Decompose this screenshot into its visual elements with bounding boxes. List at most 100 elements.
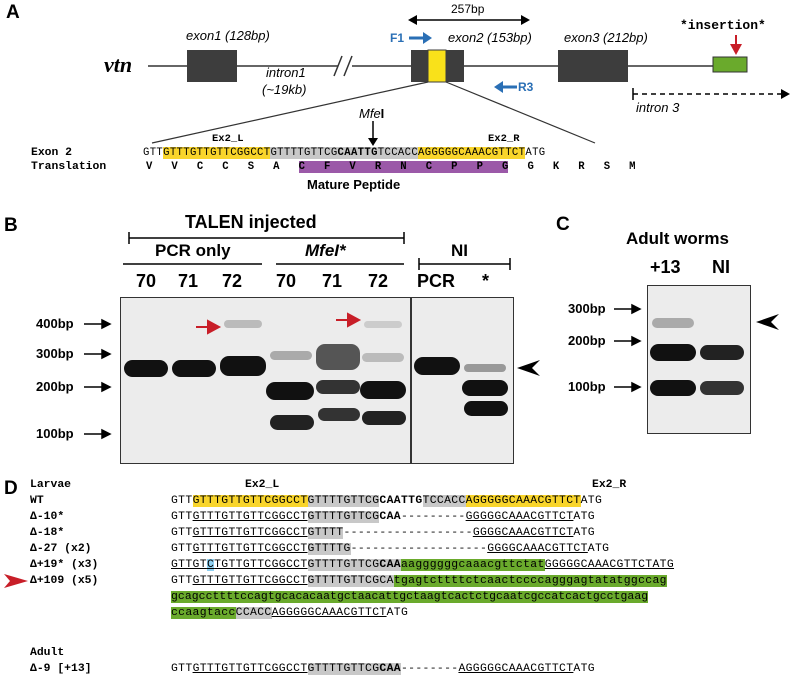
insertion-label: *insertion*: [680, 18, 766, 33]
intron1-size: (~19kb): [262, 82, 307, 97]
seq-seg: GTT: [171, 527, 193, 539]
seq-seg-deletion: -------------------: [350, 543, 488, 555]
row-label: Δ-9 [+13]: [30, 663, 92, 675]
adult-heading: Adult: [30, 647, 65, 659]
panel-c-letter: C: [556, 214, 570, 235]
seq-seg-ex2l: GTTTGTTGTTCGGCCT: [192, 575, 308, 587]
lane-label: 70: [136, 271, 157, 291]
size-label: 400bp: [36, 316, 74, 331]
chevron-marker: [517, 360, 540, 376]
zoom-line: [445, 81, 596, 144]
break-mark: [343, 55, 353, 77]
exon2-sequence: GTTGTTTGTTGTTCGGCCTGTTTTGTTCGCAATTGTCCAC…: [143, 146, 545, 160]
seq-row-continued: gcagccttttccagtgcacacaatgctaacattgctaagt…: [171, 590, 649, 604]
ni-label-b: NI: [451, 241, 468, 260]
gene-name: vtn: [104, 52, 133, 77]
insertion-box: [712, 56, 748, 73]
lane-label: NI: [712, 257, 730, 277]
gel-band: [650, 344, 696, 361]
gel-band: [364, 321, 402, 328]
gel-band: [362, 411, 406, 425]
larvae-heading: Larvae: [30, 479, 72, 491]
seq-seg-insertion: gcagccttttccagtgcacacaatgctaacattgctaagt…: [171, 591, 649, 603]
aa-mature: C F V R N C P P G: [298, 161, 509, 173]
row-label: Δ-10*: [30, 511, 65, 523]
seq-seg-ex2l: GTTTGTTGTTCGGCCT: [192, 511, 308, 523]
size-label: 200bp: [36, 379, 74, 394]
intron1-label: intron1: [266, 65, 306, 80]
exon2-label: exon2 (153bp): [448, 30, 532, 45]
f1-arrow-head: [423, 32, 432, 44]
seq-seg-spacer: TCCACC: [422, 495, 466, 507]
exon2-row-label: Exon 2: [31, 147, 73, 159]
span-arrow-head: [408, 15, 417, 25]
seq-seg: GTT: [171, 511, 193, 523]
panel-a-letter: A: [6, 2, 20, 23]
gel-band: [316, 380, 360, 394]
seq-seg-spacer: GTTTTGTTCG: [307, 511, 380, 523]
gel-band: [172, 360, 216, 377]
gel-band: [318, 408, 360, 421]
gel-band: [464, 364, 506, 372]
size-label: 100bp: [36, 426, 74, 441]
lane-label: +13: [650, 257, 681, 277]
gene-diagram: [148, 15, 790, 146]
seq-seg-insertion: ccaagtacc: [171, 607, 236, 619]
ex2r-label-d: Ex2_R: [592, 479, 627, 491]
mfei-digest-label: MfeI*: [305, 241, 346, 260]
size-arrows-b: [84, 312, 540, 440]
gel-band: [316, 344, 360, 370]
seq-seg-mfei-site: CAA: [379, 663, 401, 675]
gel-band: [124, 360, 168, 377]
seq-row-adult: GTTGTTTGTTGTTCGGCCTGTTTTGTTCGCAA--------…: [171, 662, 595, 676]
seq-seg-ex2l: GTTTGTTGTTCGGCCT: [192, 543, 308, 555]
gel-band: [360, 381, 406, 399]
seq-seg: GTT: [171, 543, 193, 555]
seq-seg-mfei-site: CAA: [379, 511, 401, 523]
seq-seg: ATG: [580, 495, 603, 507]
seq-row: GTTGTCTGTTGTTCGGCCTGTTTTGTTCGCAAaagggggg…: [171, 558, 674, 572]
seq-seg-ex2l: TGTTGTTCGGCCT: [214, 559, 308, 571]
seq-seg-spacer: GTTTTGTTCG: [307, 559, 380, 571]
seq-seg-spacer: GTTTTG: [307, 543, 351, 555]
aa-plain: V V C C S A: [146, 161, 299, 173]
pcr-only-label: PCR only: [155, 241, 231, 260]
seq-seg-ex2r: AGGGGGCAAACGTTCT: [465, 495, 581, 507]
seq-seg: GTTGT: [171, 559, 207, 571]
translation-sequence: V V C C S A C F V R N C P P G G K R S M: [146, 160, 636, 174]
exon3-box: [558, 50, 628, 82]
panel-b-letter: B: [4, 215, 18, 236]
seq-seg-ex2r: GGGGCAAACGTTCT: [487, 543, 588, 555]
seq-seg-deletion: ------------------: [343, 527, 473, 539]
seq-seg-ex2l: GTTTGTTGTTCGGCCT: [163, 147, 271, 159]
seq-seg-ex2r: AGGGGGCAAACGTTCT: [458, 663, 574, 675]
chevron-marker: [756, 314, 779, 330]
seq-seg: GTT: [143, 147, 164, 159]
seq-seg-ex2r: GGGGGCAAACGTTCTATG: [544, 559, 675, 571]
seq-seg: GTT: [171, 575, 193, 587]
panel-b-brackets: [123, 232, 511, 270]
seq-seg-spacer: GTTTT: [307, 527, 344, 539]
seq-seg: ATG: [573, 663, 595, 675]
gel-band: [270, 351, 312, 360]
talen-target-box: [427, 49, 447, 83]
gel-band: [700, 381, 744, 395]
gel-band: [362, 353, 404, 362]
gel-band: [220, 356, 266, 376]
seq-row: GTTGTTTGTTGTTCGGCCTGTTTTGTTCGCAA--------…: [171, 510, 595, 524]
seq-seg-ex2r: GGGGCAAACGTTCT: [472, 527, 574, 539]
zoom-line: [151, 81, 429, 144]
mfei-arrow-head: [368, 138, 378, 146]
gel-band: [462, 380, 508, 396]
size-label: 300bp: [568, 301, 606, 316]
ex2l-label-a: Ex2_L: [212, 133, 244, 145]
row-label-wt: WT: [30, 495, 44, 507]
r3-label: R3: [518, 80, 534, 94]
exon1-label: exon1 (128bp): [186, 28, 270, 43]
lane-label: 72: [368, 271, 389, 291]
seq-seg: ATG: [587, 543, 610, 555]
seq-seg-spacer: CCACC: [235, 607, 272, 619]
row-label: Δ+109 (x5): [30, 575, 99, 587]
gel-band: [266, 382, 314, 400]
talen-injected-title: TALEN injected: [185, 212, 317, 232]
